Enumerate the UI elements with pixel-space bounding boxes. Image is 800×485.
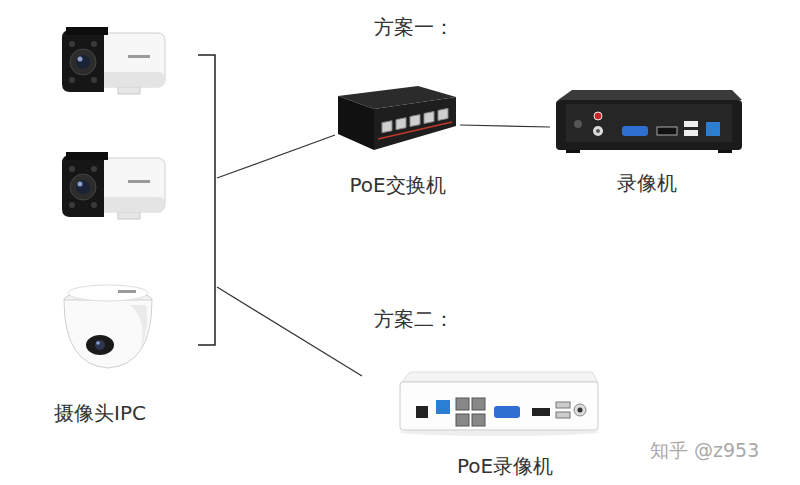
device-label: 录像机 bbox=[617, 171, 677, 195]
bullet-camera-part bbox=[70, 174, 96, 200]
poe-recorder-picture bbox=[399, 372, 599, 436]
bullet-camera-part bbox=[62, 155, 104, 217]
device-node: 摄像头IPC bbox=[40, 25, 217, 425]
bullet-camera-part bbox=[78, 182, 83, 187]
recorder-picture-part bbox=[556, 100, 742, 150]
poe-switch-picture-part bbox=[382, 121, 392, 133]
bullet-camera-part bbox=[91, 41, 97, 47]
device-node: PoE交换机 bbox=[335, 82, 460, 197]
recorder-picture-part bbox=[718, 150, 732, 153]
bullet-camera-part bbox=[91, 77, 97, 83]
dome-camera-part bbox=[95, 340, 105, 350]
recorder-picture-part bbox=[566, 150, 580, 153]
connector-line bbox=[460, 125, 550, 127]
recorder-picture-part bbox=[657, 127, 677, 135]
device-label: PoE交换机 bbox=[349, 173, 445, 197]
dome-camera-part bbox=[130, 305, 147, 350]
poe-recorder-picture-part bbox=[402, 372, 598, 382]
scheme-heading: 方案二： bbox=[374, 307, 454, 331]
dome-camera bbox=[64, 285, 152, 368]
poe-switch-picture-part bbox=[396, 118, 406, 130]
device-node: PoE录像机 bbox=[362, 370, 648, 478]
bullet-camera-part bbox=[66, 27, 108, 35]
dome-camera-part bbox=[86, 335, 114, 355]
bullet-camera-part bbox=[62, 30, 104, 92]
bullet-camera-part bbox=[66, 152, 108, 160]
recorder-picture-part bbox=[684, 130, 698, 136]
dome-camera-part bbox=[118, 290, 136, 293]
bullet-camera-part bbox=[69, 166, 75, 172]
poe-recorder-picture-part bbox=[456, 398, 469, 410]
bullet-camera bbox=[62, 27, 165, 94]
poe-recorder-picture-part bbox=[494, 406, 520, 418]
dome-camera-part bbox=[64, 300, 152, 368]
recorder-picture-part bbox=[566, 104, 732, 142]
bullet-camera-part bbox=[78, 57, 83, 62]
poe-switch-picture-part bbox=[424, 112, 434, 124]
bullet-camera-part bbox=[91, 166, 97, 172]
bullet-camera-part bbox=[69, 77, 75, 83]
poe-recorder-picture-part bbox=[416, 406, 428, 418]
bullet-camera-part bbox=[76, 55, 90, 69]
bullet-camera-part bbox=[128, 55, 150, 58]
dome-camera-part bbox=[68, 285, 148, 301]
poe-switch-picture-part bbox=[378, 122, 452, 139]
recorder-picture bbox=[556, 90, 742, 153]
watermark: 知乎 @z953 bbox=[650, 439, 759, 462]
poe-recorder-picture-part bbox=[532, 408, 550, 416]
poe-recorder-picture-part bbox=[556, 412, 570, 418]
poe-switch-picture-part bbox=[438, 108, 448, 120]
bullet-camera-part bbox=[69, 202, 75, 208]
poe-switch-picture-part bbox=[374, 97, 456, 150]
poe-recorder-picture-part bbox=[436, 400, 450, 414]
poe-switch-picture bbox=[338, 86, 456, 150]
poe-recorder-picture-part bbox=[456, 414, 469, 426]
recorder-picture-part bbox=[596, 129, 600, 133]
bullet-camera-part bbox=[69, 41, 75, 47]
bracket bbox=[198, 55, 215, 345]
recorder-picture-part bbox=[622, 126, 648, 136]
poe-recorder-picture-part bbox=[400, 382, 598, 430]
bullet-camera bbox=[62, 152, 165, 219]
scheme-heading: 方案一： bbox=[374, 15, 454, 39]
poe-recorder-picture-part bbox=[578, 408, 583, 413]
poe-recorder-picture-part bbox=[472, 398, 485, 410]
poe-recorder-picture-part bbox=[574, 404, 586, 416]
connector-line bbox=[217, 287, 362, 376]
bullet-camera-part bbox=[70, 49, 96, 75]
device-label: PoE录像机 bbox=[457, 454, 553, 478]
poe-switch-picture-part bbox=[410, 115, 420, 127]
recorder-picture-part bbox=[593, 126, 603, 136]
bullet-camera-part bbox=[91, 202, 97, 208]
bullet-camera-part bbox=[128, 180, 150, 183]
recorder-picture-part bbox=[558, 90, 742, 100]
recorder-picture-part bbox=[684, 121, 698, 127]
connector-line bbox=[217, 135, 335, 178]
recorder-picture-part bbox=[594, 112, 602, 120]
poe-switch-picture-part bbox=[338, 96, 374, 150]
bullet-camera-part bbox=[76, 180, 90, 194]
recorder-picture-part bbox=[706, 122, 720, 136]
device-node: 录像机 bbox=[550, 85, 744, 195]
poe-recorder-picture-part bbox=[556, 402, 570, 408]
recorder-picture-part bbox=[574, 120, 582, 128]
poe-recorder-picture-part bbox=[472, 414, 485, 426]
dome-camera-part bbox=[96, 341, 100, 345]
device-label: 摄像头IPC bbox=[54, 401, 146, 425]
